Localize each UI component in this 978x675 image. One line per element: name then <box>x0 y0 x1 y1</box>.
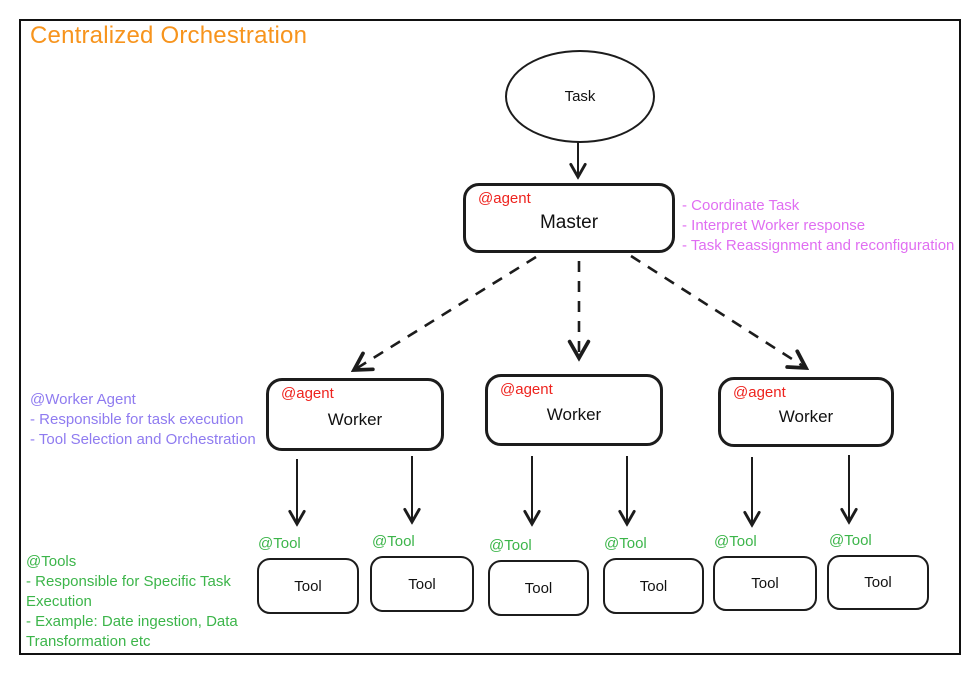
tool-note-line: @Tools <box>26 553 77 570</box>
tool5-label: Tool <box>751 575 779 592</box>
tool-node-2: Tool <box>370 556 474 612</box>
worker-note-line: - Responsible for task execution <box>30 411 244 428</box>
master-note-line: - Coordinate Task <box>682 197 800 214</box>
tool-node-6: Tool <box>827 555 929 610</box>
worker-node-3: @agent Worker <box>718 377 894 447</box>
tool-node-1: Tool <box>257 558 359 614</box>
master-note-line: - Task Reassignment and reconfiguration <box>682 237 955 254</box>
tool-node-5: Tool <box>713 556 817 611</box>
master-label: Master <box>539 212 599 233</box>
worker1-label: Worker <box>327 409 383 429</box>
worker3-label: Worker <box>778 407 834 426</box>
tool-note-line: - Example: Date ingestion, Data <box>26 613 238 630</box>
tool-note-line: Transformation etc <box>26 633 151 650</box>
worker3-agent-tag: @agent <box>733 384 786 401</box>
tool4-label: Tool <box>639 577 668 595</box>
tool6-tag: @Tool <box>829 532 872 549</box>
page-title: Centralized Orchestration <box>30 22 308 49</box>
tool-node-3: Tool <box>488 560 589 616</box>
master-note-line: - Interpret Worker response <box>682 217 866 234</box>
worker2-agent-tag: @agent <box>500 381 553 398</box>
tool6-label: Tool <box>864 574 892 591</box>
worker-node-1: @agent Worker <box>266 378 444 451</box>
worker-node-2: @agent Worker <box>485 374 663 446</box>
task-label: Task <box>564 88 596 105</box>
worker-note-line: @Worker Agent <box>30 391 136 408</box>
tool-note-line: Execution <box>26 593 92 610</box>
dashed-arrow-master-to-worker-1 <box>354 255 537 370</box>
dashed-arrow-master-to-worker-3 <box>630 254 806 368</box>
tool-node-4: Tool <box>603 558 704 614</box>
tool-note-line: - Responsible for Specific Task <box>26 573 231 590</box>
tool3-label: Tool <box>524 579 553 597</box>
tool5-tag: @Tool <box>714 533 757 550</box>
tool4-tag: @Tool <box>604 535 647 552</box>
worker1-agent-tag: @agent <box>281 385 334 402</box>
worker-notes: @Worker Agent - Responsible for task exe… <box>30 390 280 450</box>
master-notes: - Coordinate Task - Interpret Worker res… <box>682 196 972 256</box>
worker-note-line: - Tool Selection and Orchestration <box>30 431 256 448</box>
tool2-label: Tool <box>408 575 436 593</box>
tool2-tag: @Tool <box>372 533 415 550</box>
tool3-tag: @Tool <box>489 537 532 554</box>
master-node: @agent Master <box>463 183 675 253</box>
task-node: Task <box>505 50 655 143</box>
master-agent-tag: @agent <box>478 190 531 207</box>
tool1-tag: @Tool <box>258 535 301 552</box>
worker2-label: Worker <box>546 405 602 424</box>
tool1-label: Tool <box>294 577 322 595</box>
tool-notes: @Tools - Responsible for Specific Task E… <box>26 552 266 652</box>
outer-border <box>19 19 961 655</box>
